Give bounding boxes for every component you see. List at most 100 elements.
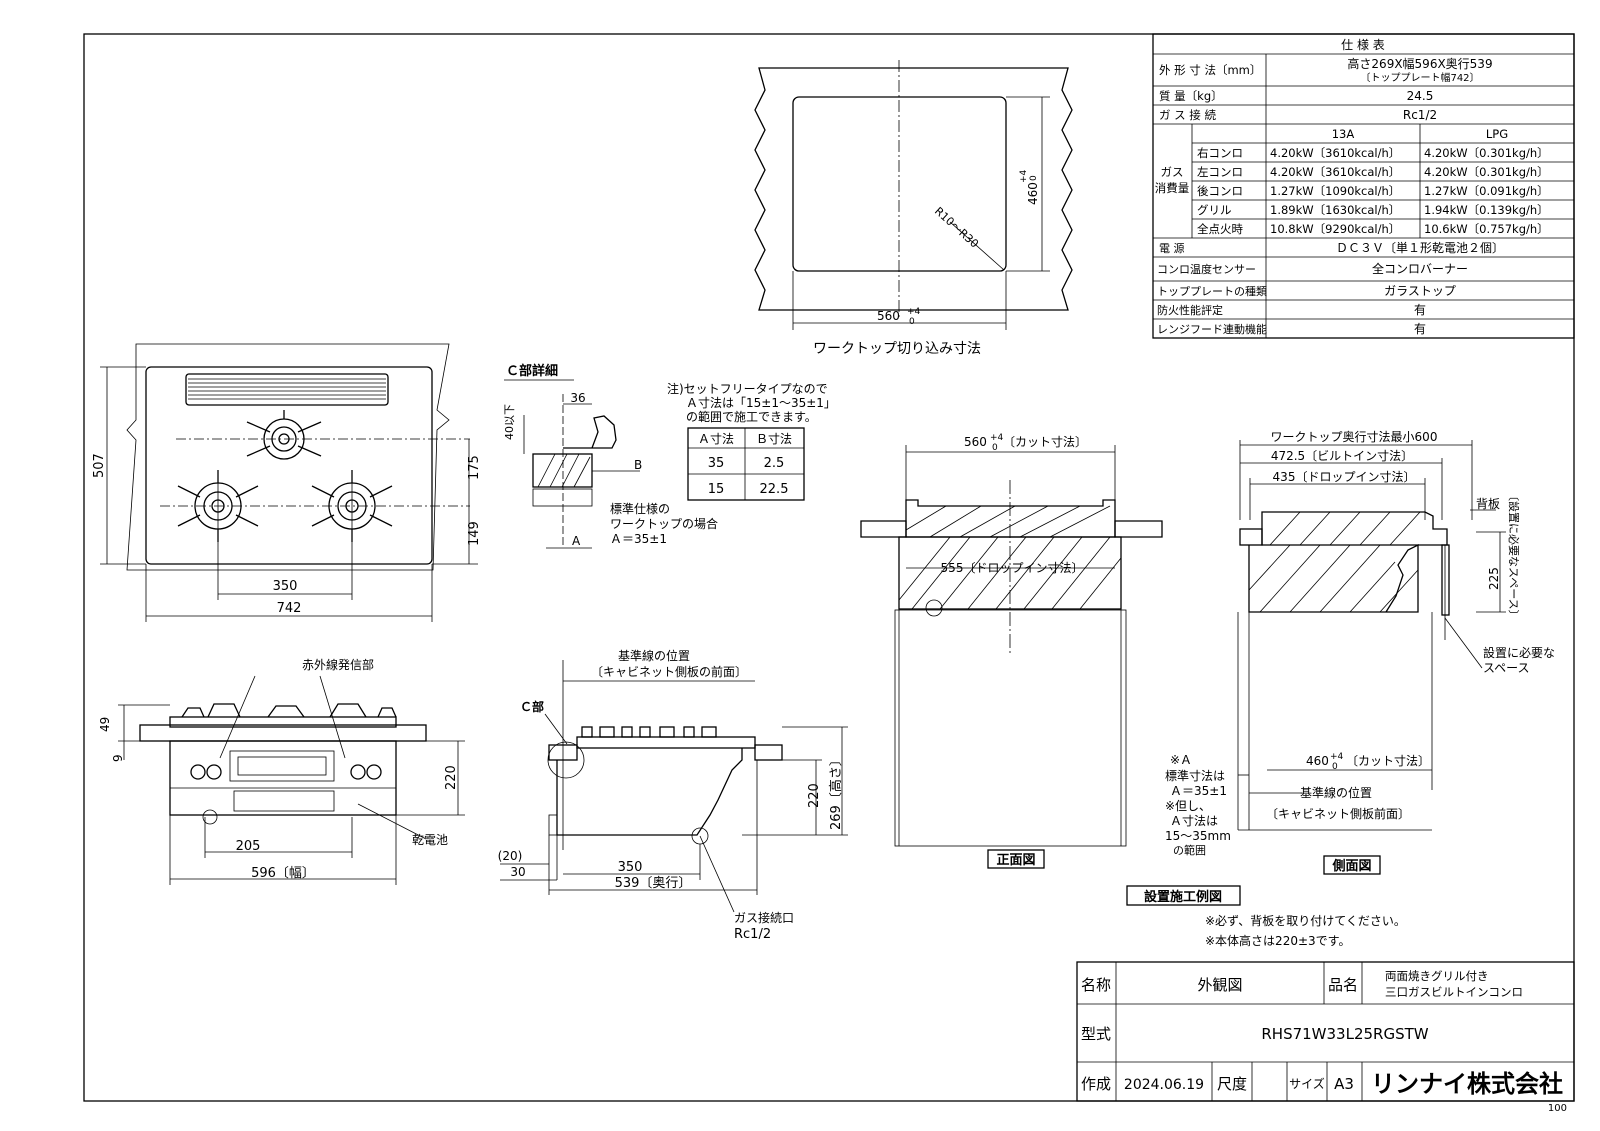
gas-col-13a: 13A <box>1332 127 1355 141</box>
title-block: 名称 外観図 品名 両面焼きグリル付き 三口ガスビルトインコンロ 型式 RHS7… <box>1076 961 1575 1102</box>
install-side-label: 側面図 <box>1331 858 1371 874</box>
side-dim-20: (20) <box>498 849 523 863</box>
spec-value-size: 高さ269X幅596X奥行539 <box>1347 56 1492 71</box>
install-side-cut-l: 〔カット寸法〕 <box>1346 754 1430 768</box>
install-side-space-2: スペース <box>1483 661 1530 675</box>
top-dim-742: 742 <box>277 601 302 616</box>
install-front-dim: 560 <box>964 435 987 449</box>
install-front-label: 正面図 <box>996 853 1035 868</box>
install-side-space-1: 設置に必要な <box>1483 645 1555 660</box>
spec-title: 仕 様 表 <box>1341 38 1385 52</box>
install-side-min: ワークトップ奥行寸法最小600 <box>1271 430 1438 444</box>
tb-name-label: 名称 <box>1081 976 1111 994</box>
side-gas-size: Rc1/2 <box>734 927 771 942</box>
tb-model: RHS71W33L25RGSTW <box>1261 1025 1428 1043</box>
gas-row-13a: 10.8kW〔9290kcal/h〕 <box>1270 222 1400 236</box>
front-battery-label: 乾電池 <box>412 833 448 847</box>
front-dim-49: 49 <box>98 717 112 732</box>
spec-value-sensor: 全コンロバーナー <box>1372 261 1468 276</box>
spec-label-mass: 質 量〔kg〕 <box>1159 89 1223 103</box>
gas-row-label: 左コンロ <box>1197 165 1243 179</box>
install-side-std-6: の範囲 <box>1173 843 1206 857</box>
install-side-dropin: 435〔ドロップイン寸法〕 <box>1273 470 1416 484</box>
tb-prod-label: 品名 <box>1328 976 1358 994</box>
gas-group-label-2: 消費量 <box>1155 181 1190 195</box>
gas-row-lpg: 4.20kW〔0.301kg/h〕 <box>1424 146 1549 160</box>
tb-company: リンナイ株式会社 <box>1371 1070 1563 1098</box>
install-side-std-5: 15～35mm <box>1165 829 1231 843</box>
spec-label-fire: 防火性能評定 <box>1157 303 1223 317</box>
top-view: 350 742 507 175 149 <box>92 343 482 622</box>
install-side-cut-tol: +4 <box>1330 752 1344 762</box>
note-height: ※本体高さは220±3です。 <box>1205 933 1350 948</box>
spec-table: 仕 様 表 外 形 寸 法〔mm〕 高さ269X幅596X奥行539 〔トッププ… <box>1152 33 1575 339</box>
install-side-a: ※Ａ <box>1170 753 1192 767</box>
gas-row-lpg: 1.27kW〔0.091kg/h〕 <box>1424 184 1549 198</box>
cutout-depth: 460 <box>1026 182 1040 205</box>
side-view: 基準線の位置 〔キャビネット側板の前面〕 Ｃ部 220 269〔高さ〕 <box>498 648 848 942</box>
front-dim-596: 596〔幅〕 <box>251 866 315 881</box>
install-side-back: 背板 <box>1476 497 1500 511</box>
install-front-cut: 〔カット寸法〕 <box>1003 435 1087 449</box>
front-dim-220: 220 <box>444 765 459 790</box>
install-side-std-3: ※但し、 <box>1165 799 1211 813</box>
spec-value-mass: 24.5 <box>1407 89 1434 103</box>
front-view: 赤外線発信部 49 9 220 205 596〔幅〕 乾電池 <box>98 657 465 885</box>
spec-value-gas: Rc1/2 <box>1403 108 1437 122</box>
gas-row-lpg: 1.94kW〔0.139kg/h〕 <box>1424 203 1549 217</box>
worktop-cutout-view: 560 +4 0 460 +4 0 R10～R30 ワークトップ切り込み寸法 <box>754 60 1073 357</box>
gas-row-13a: 1.89kW〔1630kcal/h〕 <box>1270 203 1400 217</box>
top-dim-175: 175 <box>467 455 482 480</box>
install-front-tol0: 0 <box>992 443 998 453</box>
cutout-width-tol0: 0 <box>909 317 915 327</box>
gas-row-lpg: 4.20kW〔0.301kg/h〕 <box>1424 165 1549 179</box>
side-dim-30: 30 <box>510 865 525 879</box>
gas-row-label: 全点火時 <box>1197 222 1243 236</box>
note-line-1: 注)セットフリータイプなので <box>667 381 828 396</box>
gas-row-13a: 4.20kW〔3610kcal/h〕 <box>1270 146 1400 160</box>
cutout-depth-tol0: 0 <box>1029 175 1039 181</box>
cutout-width: 560 <box>877 309 900 323</box>
install-side-base-2: 〔キャビネット側板前面〕 <box>1266 806 1410 821</box>
c-detail: Ｃ部詳細 36 40以下 B A 標準仕様の ワークトップの場合 Ａ＝35±1 <box>503 363 718 549</box>
install-side-std-1: 標準寸法は <box>1165 768 1225 783</box>
tb-size-label: サイズ <box>1289 1076 1325 1091</box>
install-side-std-4: Ａ寸法は <box>1170 814 1218 828</box>
gas-group-label-1: ガス <box>1161 165 1184 179</box>
note-backboard: ※必ず、背板を取り付けてください。 <box>1205 914 1406 928</box>
gas-row-lpg: 10.6kW〔0.757kg/h〕 <box>1424 222 1549 236</box>
side-dim-539: 539〔奥行〕 <box>615 876 692 891</box>
side-base-1: 基準線の位置 <box>618 648 690 663</box>
cutout-depth-tol: +4 <box>1019 169 1029 183</box>
gas-row-13a: 4.20kW〔3610kcal/h〕 <box>1270 165 1400 179</box>
gas-col-lpg: LPG <box>1486 127 1508 141</box>
note-cell: 35 <box>708 456 725 471</box>
cutout-width-tol: +4 <box>907 307 921 317</box>
note-line-3: の範囲で施工できます。 <box>686 409 817 424</box>
burner-back <box>246 410 322 460</box>
spec-value-hood: 有 <box>1414 322 1426 336</box>
note-head-a: Ａ寸法 <box>698 432 734 446</box>
spec-label-size: 外 形 寸 法〔mm〕 <box>1159 63 1261 77</box>
gas-row-label: 右コンロ <box>1197 146 1243 160</box>
tb-date-label: 作成 <box>1081 1075 1111 1093</box>
spec-label-power: 電 源 <box>1159 241 1185 255</box>
side-dim-220: 220 <box>807 783 822 808</box>
note-table: 注)セットフリータイプなので Ａ寸法は「15±1～35±1」 の範囲で施工できま… <box>667 381 836 501</box>
side-dim-269: 269〔高さ〕 <box>828 753 844 830</box>
corner-number: 100 <box>1548 1103 1567 1114</box>
c-label-A: A <box>572 534 581 548</box>
spec-value-fire: 有 <box>1414 303 1426 317</box>
tb-name: 外観図 <box>1197 976 1242 994</box>
spec-label-hood: レンジフード連動機能 <box>1157 322 1267 336</box>
spec-value-topplate: 〔トッププレート幅742〕 <box>1360 71 1479 84</box>
install-side-builtin: 472.5〔ビルトイン寸法〕 <box>1271 449 1413 463</box>
spec-label-sensor: コンロ温度センサー <box>1157 262 1256 276</box>
install-side-std-2: Ａ＝35±1 <box>1170 784 1227 798</box>
install-front-drop: 555〔ドロップイン寸法〕 <box>941 561 1084 575</box>
tb-size: A3 <box>1334 1075 1354 1093</box>
cutout-radius: R10～R30 <box>932 205 981 251</box>
tb-date: 2024.06.19 <box>1124 1077 1204 1093</box>
c-detail-title: Ｃ部詳細 <box>506 363 558 379</box>
